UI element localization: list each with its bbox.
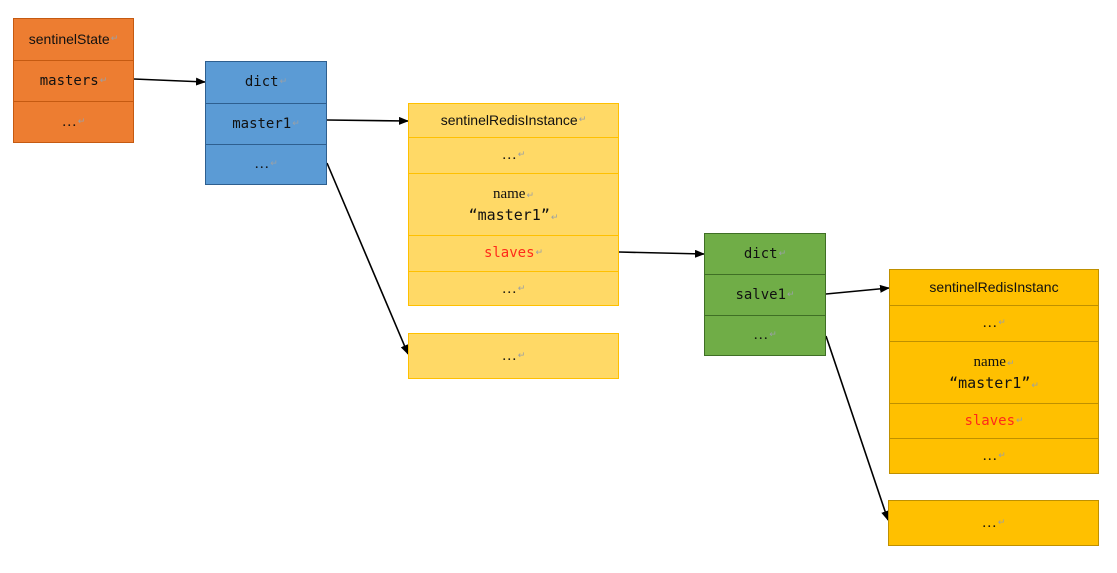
sentinel-state-title: sentinelState (28, 31, 110, 48)
masters-dict-title-cell: dict↵ (206, 62, 326, 104)
sentinel-state-struct: sentinelState↵ masters↵ …↵ (13, 18, 134, 143)
sentinel-state-ellipsis-cell: …↵ (14, 102, 133, 143)
paragraph-mark-icon: ↵ (769, 330, 777, 341)
other-slave-instance: …↵ (888, 500, 1099, 546)
master-instance-name-value: “master1” (468, 205, 550, 224)
arrow-salve1-to-instance (825, 284, 890, 295)
other-master-instance: …↵ (408, 333, 619, 379)
slaves-dict-ellipsis: … (753, 327, 769, 344)
slave-instance-title: sentinelRedisInstanc (929, 279, 1059, 296)
master-instance-title-cell: sentinelRedisInstance↵ (409, 104, 618, 138)
paragraph-mark-icon: ↵ (1016, 415, 1024, 426)
paragraph-mark-icon: ↵ (535, 248, 544, 259)
slaves-dict-title: dict (743, 245, 778, 262)
masters-dict-entry: master1 (232, 115, 292, 132)
sentinel-state-ellipsis: … (61, 114, 77, 131)
paragraph-mark-icon: ↵ (578, 115, 587, 126)
other-slave-ellipsis: … (981, 514, 997, 531)
masters-dict-title: dict (244, 74, 279, 91)
slave-instance-ellipsis-top: … (982, 315, 998, 332)
other-master-ellipsis-cell: …↵ (409, 334, 618, 378)
paragraph-mark-icon: ↵ (292, 118, 300, 129)
master-instance-ellipsis-top-cell: …↵ (409, 138, 618, 174)
slaves-dict-entry-cell: salve1↵ (705, 275, 825, 316)
slave-instance-ellipsis-bottom: … (982, 447, 998, 464)
arrow-dict-ellipsis-to-other (326, 162, 409, 355)
paragraph-mark-icon: ↵ (110, 34, 119, 45)
paragraph-mark-icon: ↵ (517, 283, 526, 294)
slaves-dict-entry: salve1 (735, 286, 787, 303)
masters-dict: dict↵ master1↵ …↵ (205, 61, 327, 185)
arrow-master1-to-instance (326, 116, 409, 125)
slave-instance-struct: sentinelRedisInstanc …↵ name↵ “master1”↵… (889, 269, 1099, 474)
master-instance-slaves: slaves (483, 245, 535, 262)
slave-instance-name-value: “master1” (949, 373, 1031, 392)
slaves-dict-ellipsis-cell: …↵ (705, 316, 825, 355)
arrow-slave-dict-ellipsis-to-other (825, 335, 889, 521)
paragraph-mark-icon: ↵ (99, 75, 108, 86)
paragraph-mark-icon: ↵ (550, 212, 559, 223)
paragraph-mark-icon: ↵ (526, 191, 535, 202)
master-instance-slaves-cell: slaves↵ (409, 236, 618, 272)
paragraph-mark-icon: ↵ (778, 248, 787, 259)
paragraph-mark-icon: ↵ (1031, 380, 1039, 391)
paragraph-mark-icon: ↵ (270, 159, 278, 170)
paragraph-mark-icon: ↵ (998, 318, 1006, 329)
arrow-slaves-to-dict (618, 249, 705, 258)
master-instance-title: sentinelRedisInstance (440, 112, 578, 129)
sentinel-state-title-cell: sentinelState↵ (14, 19, 133, 61)
paragraph-mark-icon: ↵ (787, 289, 795, 300)
sentinel-state-masters-cell: masters↵ (14, 61, 133, 102)
other-slave-ellipsis-cell: …↵ (889, 501, 1098, 545)
master-instance-struct: sentinelRedisInstance↵ …↵ name↵ “master1… (408, 103, 619, 306)
master-instance-ellipsis-bottom: … (501, 280, 517, 297)
masters-dict-ellipsis-cell: …↵ (206, 145, 326, 184)
slaves-dict-title-cell: dict↵ (705, 234, 825, 275)
paragraph-mark-icon: ↵ (998, 450, 1006, 461)
slave-instance-slaves: slaves (964, 412, 1016, 429)
arrow-masters-to-dict (133, 77, 206, 86)
paragraph-mark-icon: ↵ (1006, 359, 1015, 370)
slave-instance-title-cell: sentinelRedisInstanc (890, 270, 1098, 306)
slaves-dict: dict↵ salve1↵ …↵ (704, 233, 826, 356)
slave-instance-ellipsis-bottom-cell: …↵ (890, 439, 1098, 473)
paragraph-mark-icon: ↵ (279, 77, 288, 88)
paragraph-mark-icon: ↵ (997, 517, 1006, 528)
master-instance-name-cell: name↵ “master1”↵ (409, 174, 618, 236)
slave-instance-name-label: name (973, 354, 1006, 371)
paragraph-mark-icon: ↵ (77, 117, 86, 128)
other-master-ellipsis: … (501, 347, 517, 364)
slave-instance-ellipsis-top-cell: …↵ (890, 306, 1098, 342)
masters-dict-entry-cell: master1↵ (206, 104, 326, 145)
paragraph-mark-icon: ↵ (517, 150, 526, 161)
sentinel-state-masters: masters (39, 72, 99, 89)
master-instance-ellipsis-top: … (501, 147, 517, 164)
slave-instance-name-cell: name↵ “master1”↵ (890, 342, 1098, 404)
master-instance-ellipsis-bottom-cell: …↵ (409, 272, 618, 306)
masters-dict-ellipsis: … (254, 156, 270, 173)
paragraph-mark-icon: ↵ (517, 350, 526, 361)
master-instance-name-label: name (492, 186, 526, 203)
slave-instance-slaves-cell: slaves↵ (890, 404, 1098, 439)
